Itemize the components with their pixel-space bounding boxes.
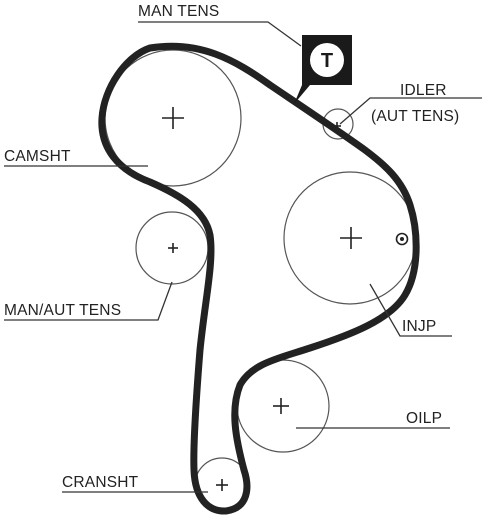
crankshaft-center-mark [216,479,228,491]
cransht-label: CRANSHT [62,474,139,491]
tensioner-badge-icon: T [294,35,352,104]
man-aut-tens-label: MAN/AUT TENS [4,302,121,319]
injp-label: INJP [402,318,436,335]
camsht-label: CAMSHT [4,148,71,165]
timing-belt [98,42,420,515]
camshaft-center-mark [162,107,184,129]
man-tens-leader [138,21,302,47]
man-aut-tens-leader [4,281,173,321]
idler-label: IDLER [400,82,447,99]
oilp-label: OILP [406,410,442,427]
injp-leader [369,283,452,337]
idler-aut-tens-label: (AUT TENS) [371,108,459,125]
man-aut-tensioner-center-mark [168,243,178,253]
oil-pump-center-mark [273,398,289,414]
timing-mark-icon [395,232,409,246]
man-tens-label: MAN TENS [138,3,219,20]
tensioner-badge-letter: T [321,50,333,72]
idler-center-mark [333,122,341,130]
idler-leader [339,97,482,125]
injection-pump-center-mark [340,227,362,249]
